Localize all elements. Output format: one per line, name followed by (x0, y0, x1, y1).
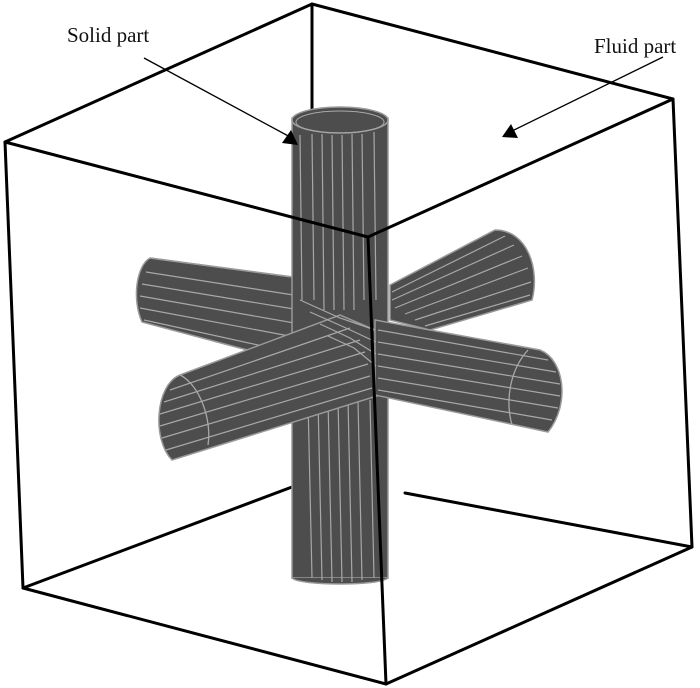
cube-edge-left-vertical (3, 140, 25, 590)
cube-edge-bottom-front-left (21, 586, 388, 686)
fluid-part-label: Fluid part (594, 34, 677, 58)
solid-part-arrow-head (282, 130, 298, 145)
arm-front-right (374, 319, 563, 433)
cube-edge-bottom-front-right (384, 545, 694, 686)
arm-back-right (389, 229, 536, 331)
cube-edge-right-vertical (671, 97, 694, 549)
cube-edge-bottom-back-left (21, 479, 310, 590)
solid-part-label: Solid part (67, 23, 150, 47)
cube-edge-bottom-back-right (403, 491, 694, 549)
fluid-part-arrow-head (502, 124, 518, 138)
annotation-arrows (143, 56, 664, 145)
fluid-part-arrow-line (511, 56, 664, 132)
cube-front-edges (3, 2, 694, 686)
cube-back-edges (21, 2, 694, 590)
junction-mesh (299, 299, 377, 367)
cube-edge-front-vertical (366, 235, 388, 686)
solid-part-arrow-line (143, 57, 293, 139)
solid-part (135, 106, 563, 585)
